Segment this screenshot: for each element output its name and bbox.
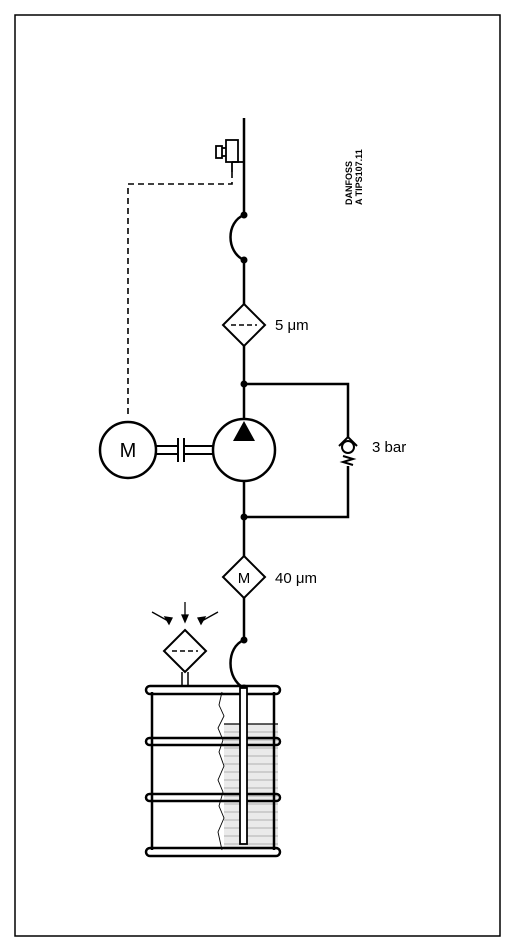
filter-40um-icon [221,554,267,600]
filter-40um-label: 40 μm [275,570,317,587]
bypass-line [244,382,350,519]
motor-icon: M [98,420,158,480]
coupling-icon [156,438,213,462]
drawing-code-line1: DANFOSS [344,161,354,205]
relief-valve-label: 3 bar [372,439,406,456]
control-line [127,172,233,418]
drawing-frame [14,14,501,937]
motor-label: M [120,440,137,462]
oil-drum-icon [144,684,282,858]
filter-5um-label: 5 μm [275,317,309,334]
filter-5um-icon [221,302,267,348]
filter-40um-symbol: M [238,570,251,587]
drawing-code: DANFOSS A TIPS107.11 [344,149,364,205]
main-line [229,118,246,690]
pressure-switch-icon [215,139,244,172]
drawing-code-line2: A TIPS107.11 [354,149,364,205]
pump-icon [211,417,277,483]
breather-filter-icon [162,628,208,686]
air-inlet-arrows-icon [151,602,219,626]
check-valve-icon [338,435,358,466]
